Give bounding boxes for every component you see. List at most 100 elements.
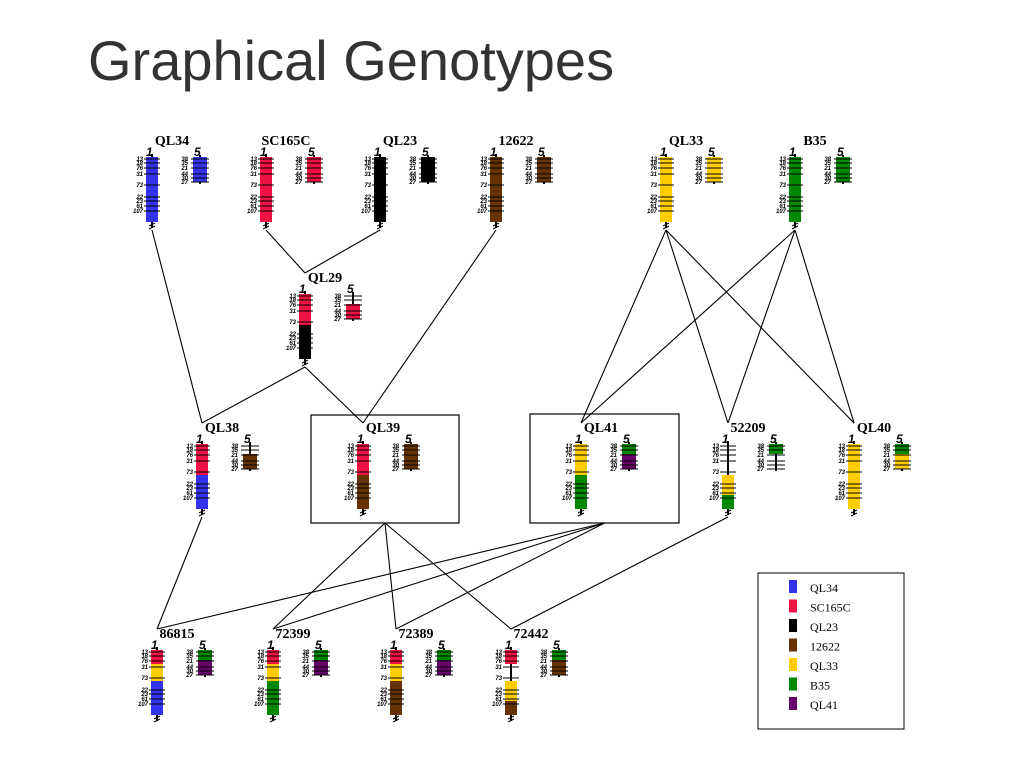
legend-label: QL33 — [810, 659, 838, 673]
chr1-marker: 13 — [250, 157, 257, 163]
chr5-marker: 38 — [695, 157, 702, 163]
chr5-marker: 44 — [333, 309, 341, 315]
chr1-marker: 73 — [565, 470, 572, 476]
chromosome-5-label: 5 — [438, 638, 445, 652]
chr1-marker: 18 — [565, 448, 572, 454]
chr1-marker: 23 — [479, 199, 487, 205]
chr5-segment-12622 — [404, 444, 418, 454]
chr5-marker: 38 — [409, 157, 416, 163]
chr5-marker: 21 — [294, 166, 302, 172]
legend-label: 12622 — [810, 640, 840, 654]
chromosome-1-label: 1 — [260, 145, 267, 159]
chr1-marker: 18 — [257, 654, 264, 660]
chr5-marker: 44 — [301, 665, 309, 671]
chr1-segment-QL33 — [267, 664, 279, 681]
chr5-marker: 27 — [609, 467, 617, 473]
chr1-marker: 76 — [257, 659, 264, 665]
cross-line-QL33-to-QL40 — [665, 229, 855, 424]
chr1-marker: 22 — [379, 688, 387, 694]
chr5-marker: 30 — [824, 176, 831, 182]
legend-label: QL41 — [810, 698, 838, 712]
chr1-marker: 22 — [564, 482, 572, 488]
cross-lines — [151, 229, 855, 630]
chr1-segment-QL34 — [146, 208, 158, 222]
legend-label: QL23 — [810, 620, 838, 634]
chr1-marker: 76 — [141, 659, 148, 665]
chr1-marker: 23 — [135, 199, 143, 205]
chr1-segment-QL33 — [848, 475, 860, 495]
genotype-label: QL34 — [155, 134, 189, 149]
chr1-segment-QL23 — [374, 188, 386, 208]
chr5-marker: 38 — [540, 650, 547, 656]
chr1-marker: 22 — [494, 688, 502, 694]
cross-line-QL34-to-QL38 — [151, 229, 203, 424]
chr5-marker: 35 — [295, 161, 302, 167]
chr1-marker: 23 — [249, 199, 257, 205]
legend-swatch — [789, 638, 797, 652]
chr1-segment-B35 — [575, 475, 587, 495]
chr5-marker: 27 — [185, 673, 193, 679]
chr1-segment-B35 — [575, 495, 587, 509]
chr1-marker: 107 — [709, 496, 720, 502]
chr5-marker: 21 — [524, 166, 532, 172]
chr1-marker: 22 — [135, 195, 143, 201]
chromosome-1-label: 1 — [660, 145, 667, 159]
chr1-marker: 18 — [779, 161, 786, 167]
chr5-segment-B35 — [895, 444, 909, 454]
chr1-marker: 13 — [289, 294, 296, 300]
chromosome-1-label: 1 — [299, 282, 306, 296]
chr5-segment-QL23 — [421, 157, 435, 167]
chr5-marker: 30 — [540, 669, 547, 675]
chr1-marker: 31 — [186, 459, 193, 465]
chr5-segment-B35 — [552, 650, 566, 660]
chr1-marker: 31 — [565, 459, 572, 465]
cross-line-B35-to-QL40 — [794, 229, 855, 424]
chr1-marker: 22 — [249, 195, 257, 201]
chr5-marker: 44 — [882, 459, 890, 465]
chr1-marker: 22 — [837, 482, 845, 488]
chromosome-5-label: 5 — [308, 145, 315, 159]
chr1-marker: 18 — [380, 654, 387, 660]
chr5-marker: 44 — [823, 172, 831, 178]
chr1-marker: 76 — [136, 166, 143, 172]
chr5-segment-B35 — [437, 650, 451, 660]
chr1-segment-QL33 — [848, 495, 860, 509]
chromosome-5-label: 5 — [199, 638, 206, 652]
chr5-marker: 21 — [230, 453, 238, 459]
chr5-marker: 21 — [694, 166, 702, 172]
legend-swatch — [789, 599, 797, 613]
chr1-marker: 107 — [254, 702, 265, 708]
chr5-segment-12622 — [537, 157, 551, 167]
chr1-marker: 31 — [380, 665, 387, 671]
chr1-segment-B35 — [789, 188, 801, 208]
chr1-marker: 22 — [649, 195, 657, 201]
chr1-marker: 22 — [711, 482, 719, 488]
chr5-marker: 27 — [180, 180, 188, 186]
chromosome-5-label: 5 — [770, 432, 777, 446]
chr1-segment-SC165C — [357, 458, 369, 475]
chr1-segment-SC165C — [196, 458, 208, 475]
cross-line-QL41-to-72389 — [395, 522, 605, 630]
genotype-label: B35 — [803, 134, 826, 149]
chr1-marker: 13 — [141, 650, 148, 656]
genotype-label: QL38 — [205, 421, 239, 436]
chr1-marker: 13 — [779, 157, 786, 163]
chr1-marker: 76 — [480, 166, 487, 172]
cross-line-QL23-to-QL29 — [304, 229, 381, 274]
genotype-label: 52209 — [731, 421, 766, 436]
chr1-segment-QL23 — [374, 208, 386, 222]
chr1-marker: 107 — [247, 209, 258, 215]
chr5-marker: 35 — [540, 654, 547, 660]
chr5-segment-QL34 — [193, 157, 207, 167]
chr1-marker: 61 — [480, 204, 487, 210]
genotype-label: QL39 — [366, 421, 400, 436]
chr5-marker: 35 — [883, 448, 890, 454]
cross-line-QL39-to-72389 — [384, 522, 397, 630]
chr1-marker: 23 — [288, 336, 296, 342]
chr1-marker: 18 — [480, 161, 487, 167]
